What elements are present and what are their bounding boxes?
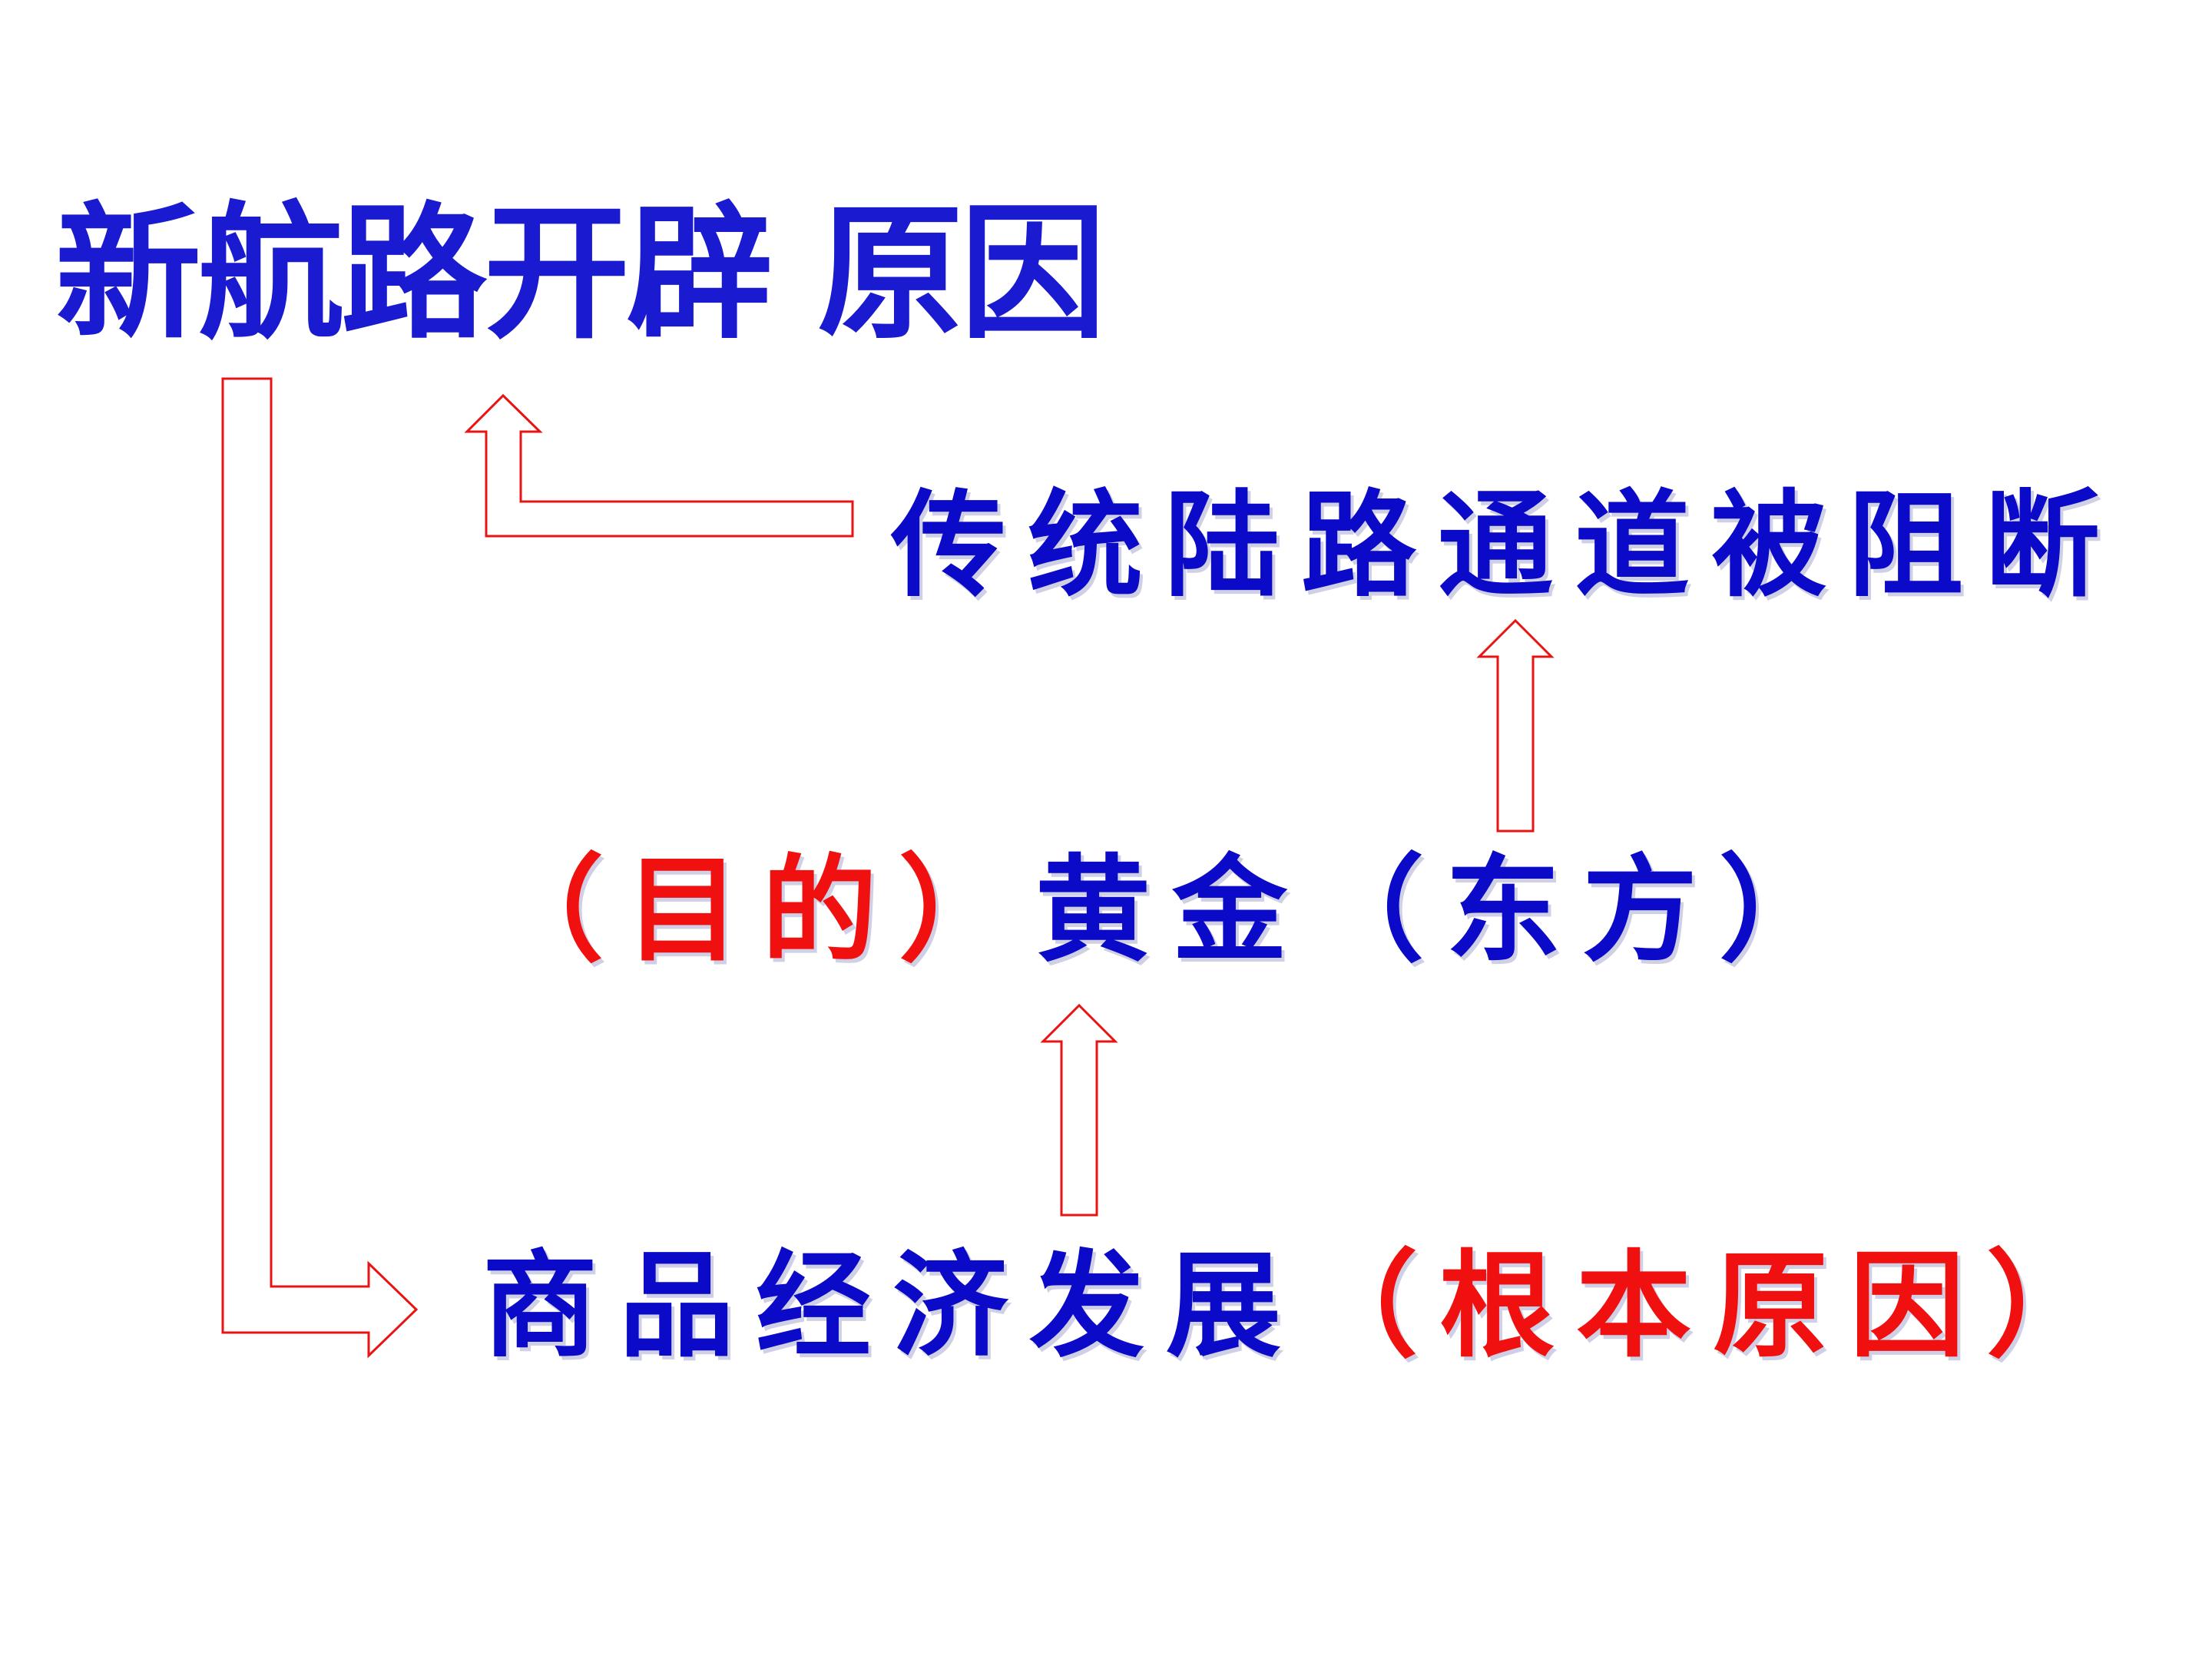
elbow-arrow-blocked-to-title bbox=[464, 393, 854, 538]
blocked-route-text: 传统陆路通道被阻断 bbox=[891, 478, 2122, 613]
page-title: 新航路开辟 原因 bbox=[55, 189, 1106, 359]
purpose-label: （目的） bbox=[488, 843, 1036, 978]
up-arrow-gold-to-blocked bbox=[1476, 618, 1555, 833]
gold-east-text: 黄金（东方） bbox=[1035, 843, 1856, 978]
node-blocked-route: 传统陆路通道被阻断 bbox=[891, 488, 2121, 603]
root-cause-label: （根本原因） bbox=[1303, 1238, 2124, 1373]
up-arrow-commodity-to-gold bbox=[1040, 1003, 1118, 1217]
elbow-arrow-title-to-commodity bbox=[221, 377, 419, 1359]
node-gold-east: （目的）黄金（东方） bbox=[488, 853, 1856, 968]
node-commodity-economy: 商品经济发展（根本原因） bbox=[482, 1248, 2123, 1363]
commodity-economy-text: 商品经济发展 bbox=[482, 1238, 1303, 1373]
